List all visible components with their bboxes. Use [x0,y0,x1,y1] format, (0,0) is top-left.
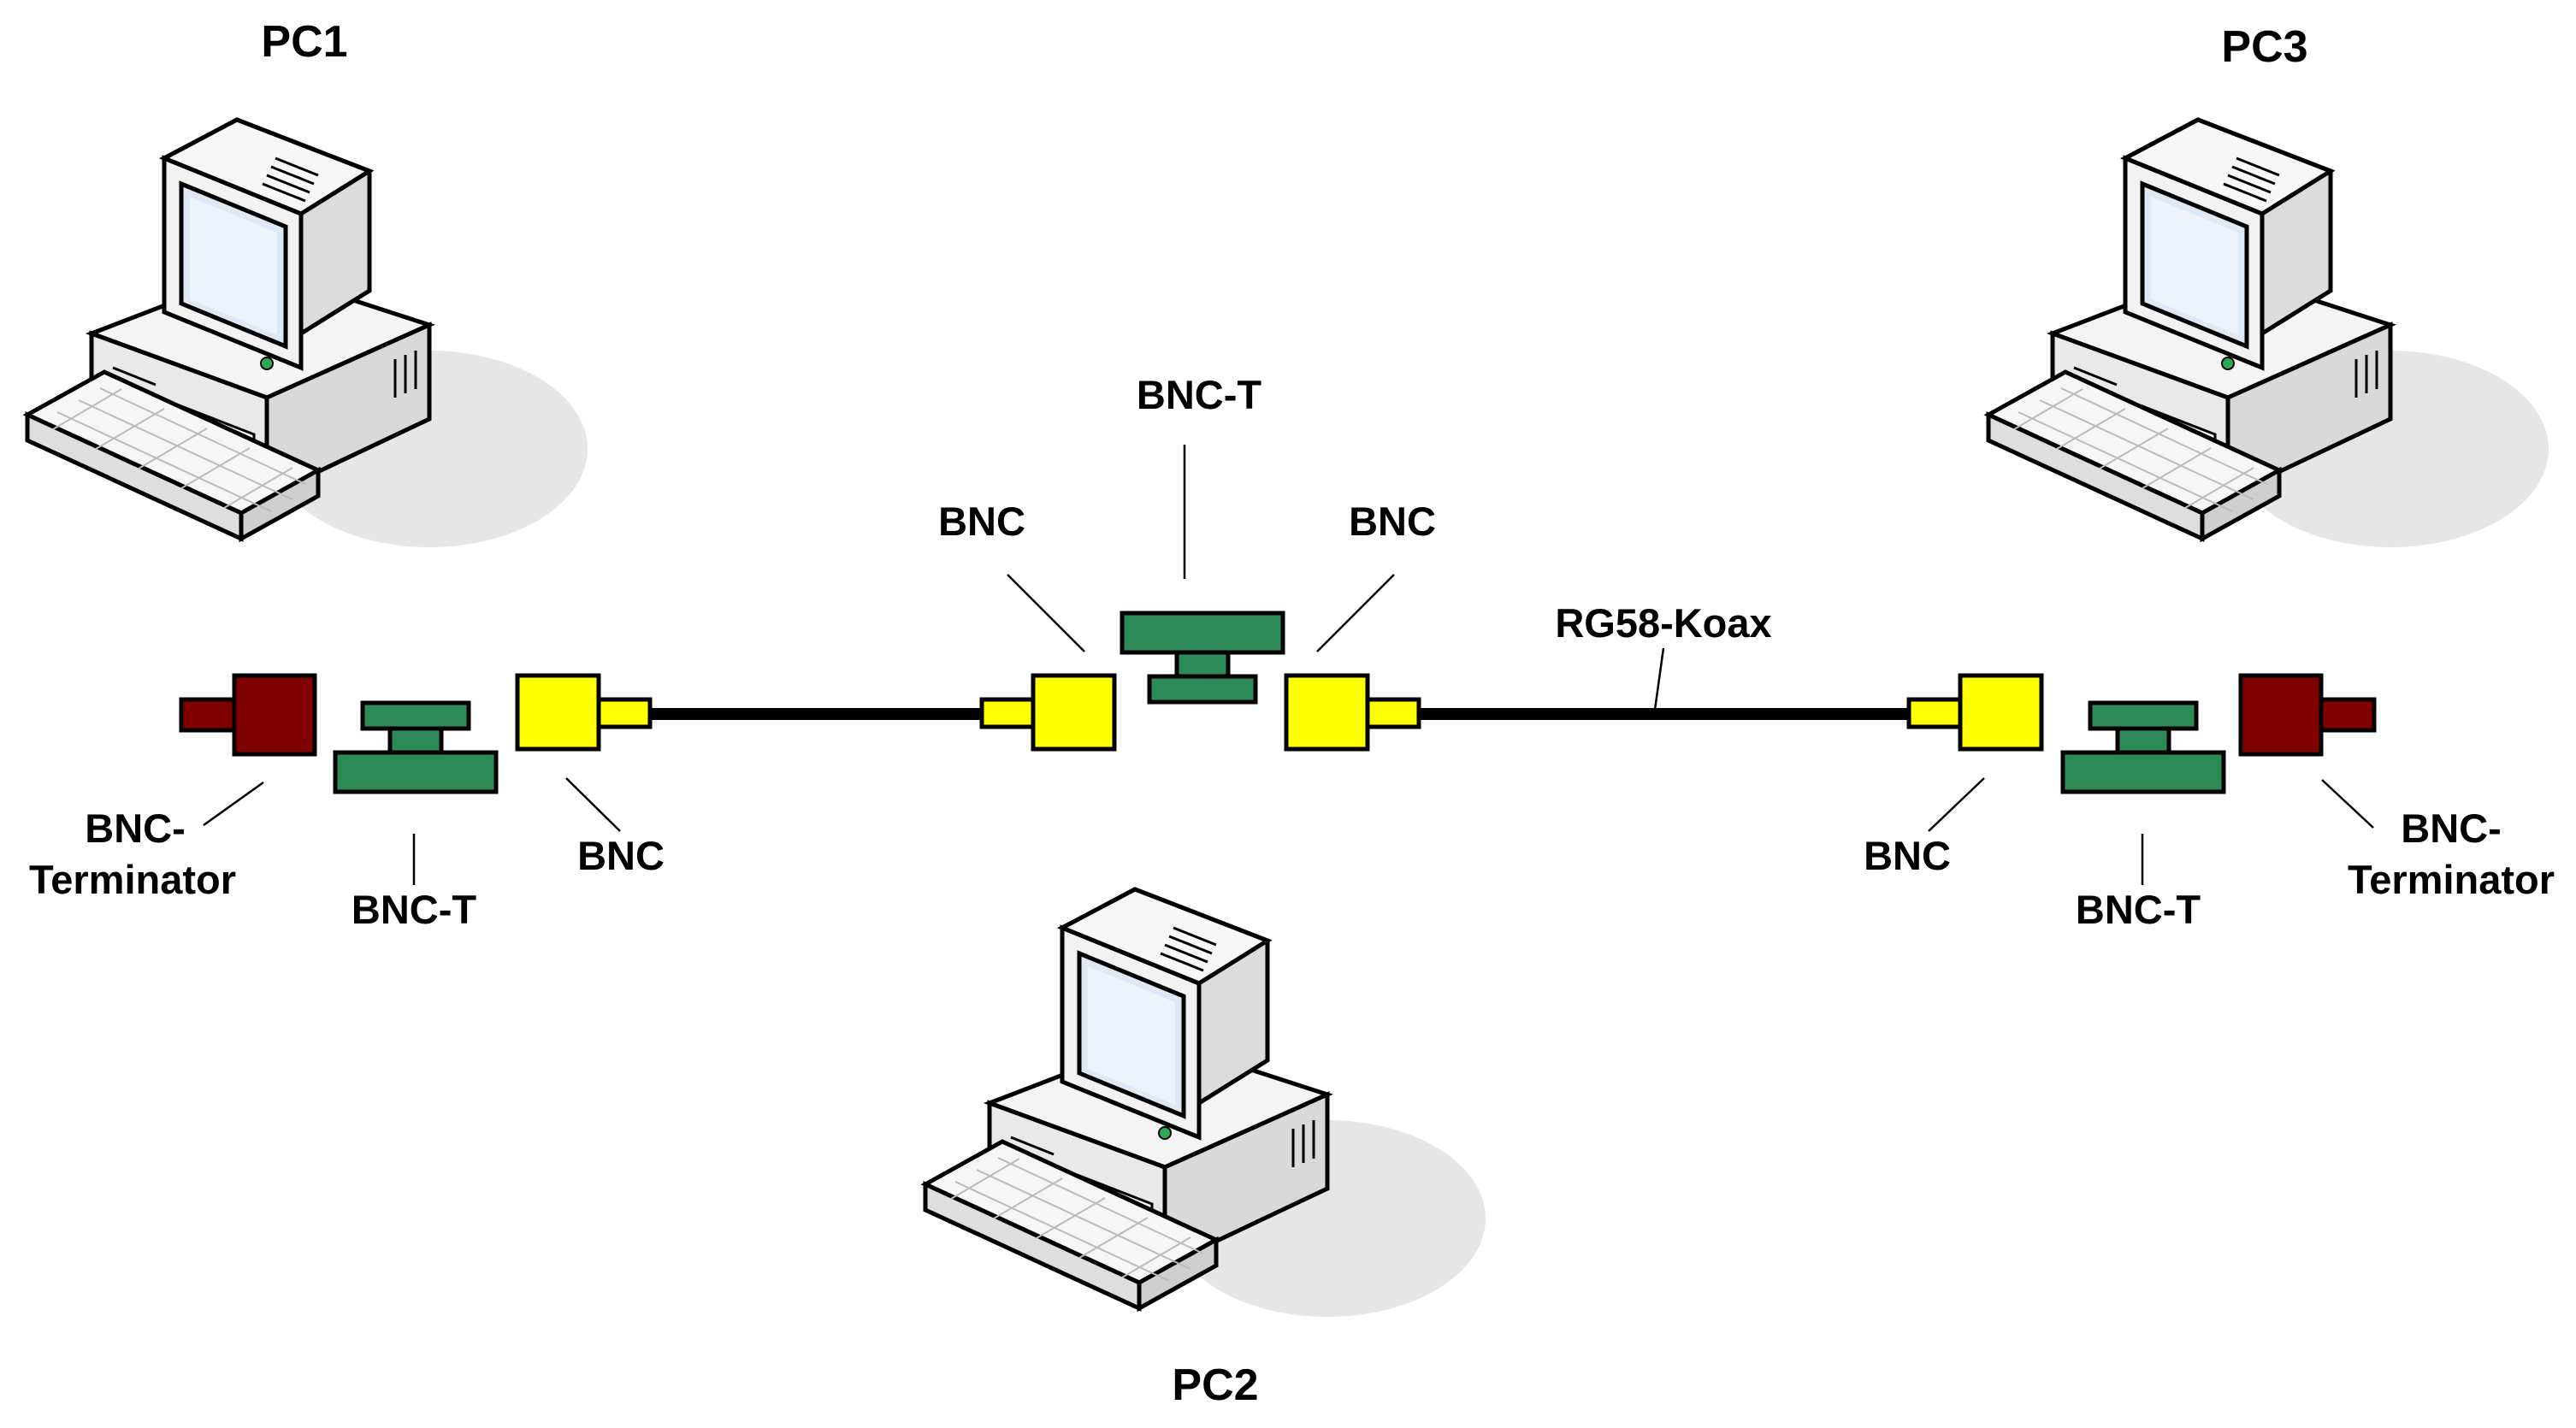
pc3-computer-icon [1988,120,2549,547]
bnc-t-left [335,703,496,792]
bnc-connector-right [1909,676,2041,749]
pc2-computer-icon [925,889,1486,1317]
bnc-connector-center-right [1286,676,1419,749]
terminator-right-label-line2: Terminator [2348,857,2555,902]
bnc-right-label: BNC [1864,833,1951,878]
bnc-left-label: BNC [577,833,665,878]
pc1-computer-icon [27,120,588,547]
terminator-right-label-line1: BNC- [2401,805,2501,851]
terminator-left [181,676,315,754]
cable-label: RG58-Koax [1555,600,1771,646]
bnc-t-right [2063,703,2224,792]
pc1-label: PC1 [261,17,347,67]
bnc-t-right-label: BNC-T [2076,887,2201,932]
bnc-t-left-label: BNC-T [352,887,476,932]
bnc-center-right-label: BNC [1349,499,1436,544]
terminator-right [2241,676,2374,754]
bnc-connector-center-left [982,676,1114,749]
bnc-connector-left [517,676,650,749]
pc3-label: PC3 [2221,22,2307,72]
bnc-center-left-label: BNC [938,499,1025,544]
pc2-label: PC2 [1172,1360,1258,1410]
terminator-left-label-line2: Terminator [29,857,236,902]
bnc-t-center [1122,613,1283,702]
leader-lines [203,445,2374,885]
terminator-left-label-line1: BNC- [85,805,185,851]
bnc-t-center-label: BNC-T [1137,372,1261,417]
